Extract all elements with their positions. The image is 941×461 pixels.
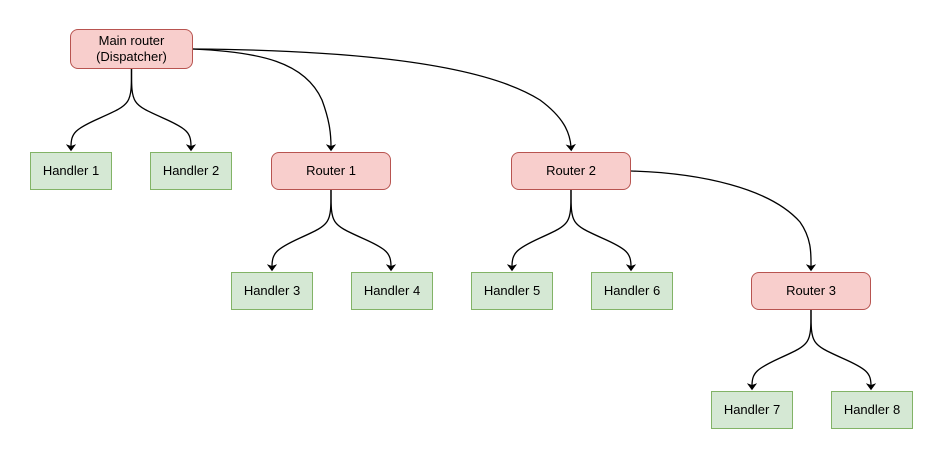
node-handler-3[interactable]: Handler 3 <box>231 272 313 310</box>
node-main-router[interactable]: Main router (Dispatcher) <box>70 29 193 69</box>
edge-main-router-to-handler-1 <box>65 68 133 152</box>
node-handler-4[interactable]: Handler 4 <box>351 272 433 310</box>
node-label-router-2: Router 2 <box>546 163 596 178</box>
node-handler-2[interactable]: Handler 2 <box>150 152 232 190</box>
edge-main-router-to-router-2 <box>192 48 576 152</box>
node-handler-6[interactable]: Handler 6 <box>591 272 673 310</box>
node-label-main-router: Main router (Dispatcher) <box>96 33 167 64</box>
node-router-1[interactable]: Router 1 <box>271 152 391 190</box>
edge-main-router-to-router-1 <box>192 48 337 152</box>
node-label-handler-4: Handler 4 <box>363 283 421 298</box>
node-label-router-3: Router 3 <box>786 283 836 298</box>
edge-router-1-to-handler-3 <box>266 189 332 272</box>
node-label-handler-1: Handler 1 <box>42 163 100 178</box>
node-label-router-1: Router 1 <box>306 163 356 178</box>
edge-main-router-to-handler-2 <box>130 68 197 152</box>
edge-router-2-to-handler-5 <box>506 189 572 272</box>
node-label-handler-6: Handler 6 <box>603 283 661 298</box>
edge-router-3-to-handler-8 <box>810 309 877 391</box>
node-label-handler-8: Handler 8 <box>843 402 901 417</box>
node-label-handler-5: Handler 5 <box>483 283 541 298</box>
node-handler-8[interactable]: Handler 8 <box>831 391 913 429</box>
node-label-handler-3: Handler 3 <box>243 283 301 298</box>
edge-router-1-to-handler-4 <box>330 189 397 272</box>
edge-router-3-to-handler-7 <box>746 309 812 391</box>
edge-router-2-to-handler-6 <box>570 189 637 272</box>
node-label-handler-7: Handler 7 <box>723 402 781 417</box>
edge-router-2-to-router-3 <box>630 170 817 272</box>
edges-group <box>65 48 877 391</box>
node-router-2[interactable]: Router 2 <box>511 152 631 190</box>
node-handler-1[interactable]: Handler 1 <box>30 152 112 190</box>
node-handler-5[interactable]: Handler 5 <box>471 272 553 310</box>
node-router-3[interactable]: Router 3 <box>751 272 871 310</box>
node-handler-7[interactable]: Handler 7 <box>711 391 793 429</box>
node-label-handler-2: Handler 2 <box>162 163 220 178</box>
